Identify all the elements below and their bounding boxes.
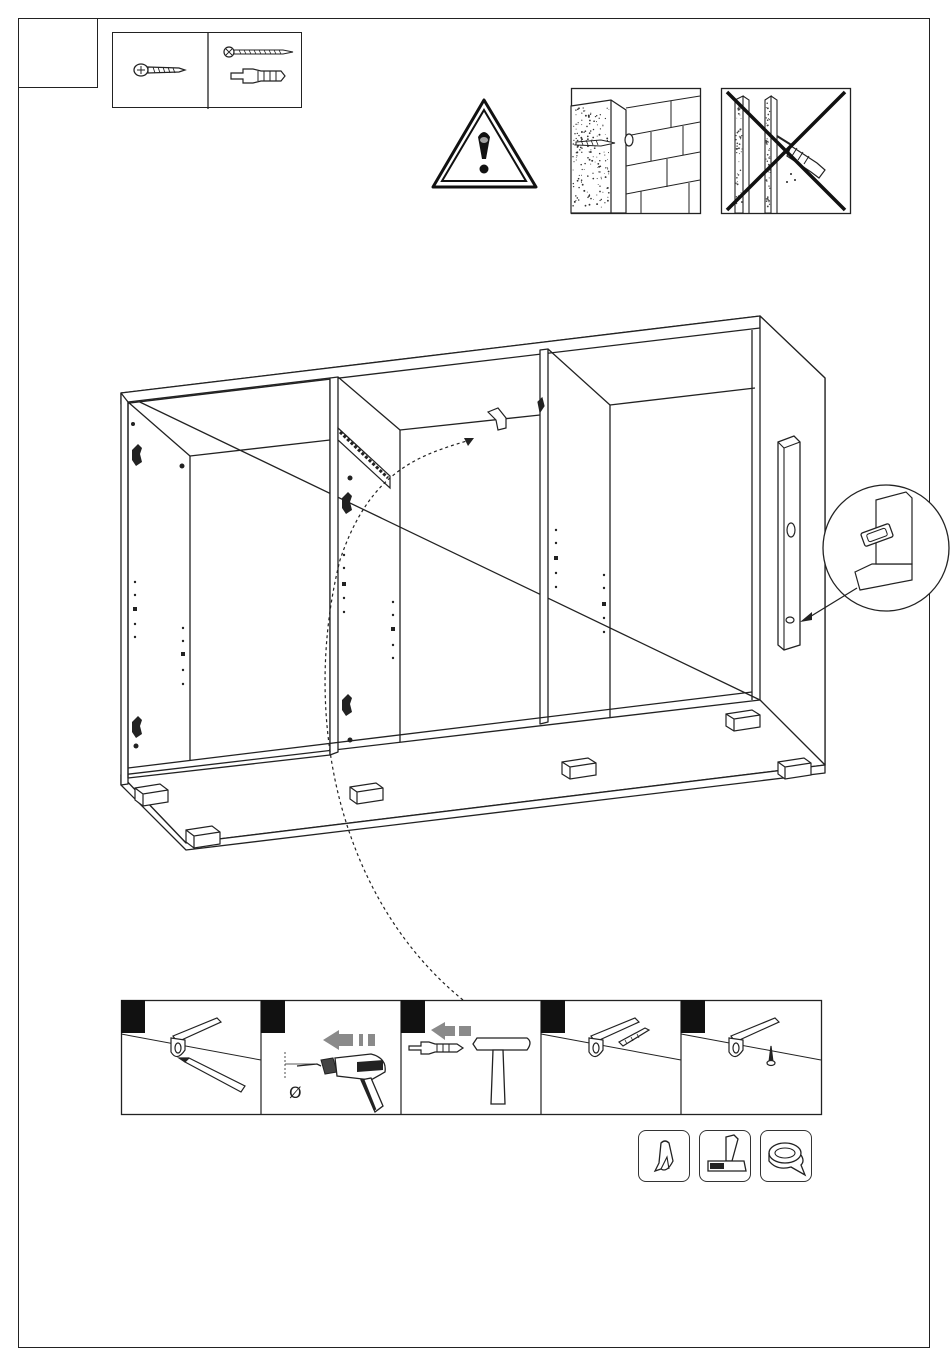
step-label-3 [401,1000,425,1033]
step-label-1 [121,1000,145,1033]
step-label-5 [681,1000,705,1033]
dashed-arrow [325,440,470,1000]
step-label-4 [541,1000,565,1033]
tape-measure-icon [760,1130,812,1182]
spirit-level-icon [778,436,800,650]
shelf-pin-holes [133,529,606,685]
drawer-runner [338,428,390,488]
hinge-fittings [131,422,353,749]
hammer-icon [699,1130,751,1182]
pencil-icon [638,1130,690,1182]
drill-diameter-symbol: Ø [289,1083,302,1102]
step-label-2 [261,1000,285,1033]
wall-bracket [488,398,544,430]
mounting-steps-strip: Ø [121,1000,823,1116]
